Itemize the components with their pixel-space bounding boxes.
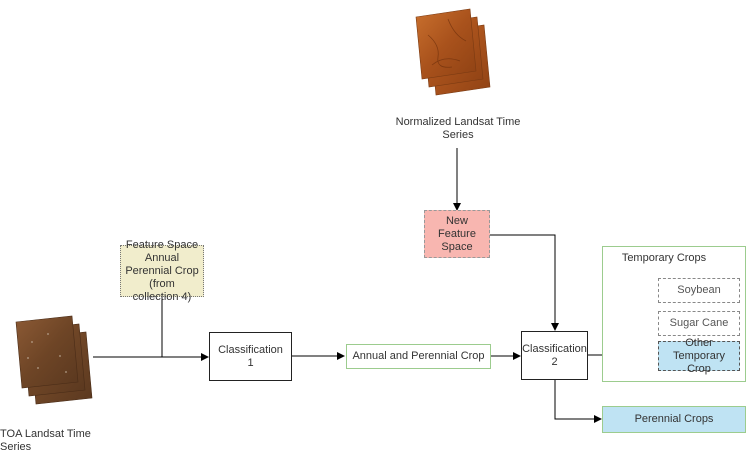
soybean-box[interactable]: Soybean [658, 278, 740, 303]
sugar-cane-label: Sugar Cane [669, 317, 729, 329]
classification-2-box[interactable]: Classification 2 [521, 331, 588, 380]
perennial-crops-box[interactable]: Perennial Crops [602, 406, 746, 433]
new-feature-space-label: New Feature Space [438, 214, 476, 253]
feature-space-annual-perennial-box[interactable]: Feature Space Annual Perennial Crop (fro… [120, 239, 204, 303]
classification-1-label: Classification 1 [218, 343, 283, 369]
edge-new-feature-to-classification-2 [489, 234, 559, 331]
classification-1-box[interactable]: Classification 1 [209, 332, 292, 381]
perennial-crops-label: Perennial Crops [634, 413, 714, 425]
other-temporary-crop-label: Other Temporary Crop [673, 336, 725, 375]
other-temporary-crop-box[interactable]: Other Temporary Crop [658, 337, 740, 375]
normalized-landsat-label: Normalized Landsat Time Series [395, 116, 521, 141]
temporary-crops-title: Temporary Crops [621, 252, 707, 264]
toa-landsat-label: TOA Landsat Time Series [0, 428, 91, 453]
sugar-cane-box[interactable]: Sugar Cane [658, 311, 740, 336]
toa-landsat-image-icon [15, 315, 93, 405]
edge-classification-2-to-perennial [554, 380, 602, 423]
classification-2-label: Classification 2 [522, 342, 587, 368]
soybean-label: Soybean [677, 284, 721, 296]
feature-space-annual-perennial-label: Feature Space Annual Perennial Crop (fro… [125, 238, 199, 303]
new-feature-space-box[interactable]: New Feature Space [424, 210, 490, 258]
annual-perennial-crop-box[interactable]: Annual and Perennial Crop [346, 344, 491, 369]
normalized-landsat-image-icon [415, 8, 491, 96]
annual-perennial-crop-label: Annual and Perennial Crop [352, 350, 485, 362]
